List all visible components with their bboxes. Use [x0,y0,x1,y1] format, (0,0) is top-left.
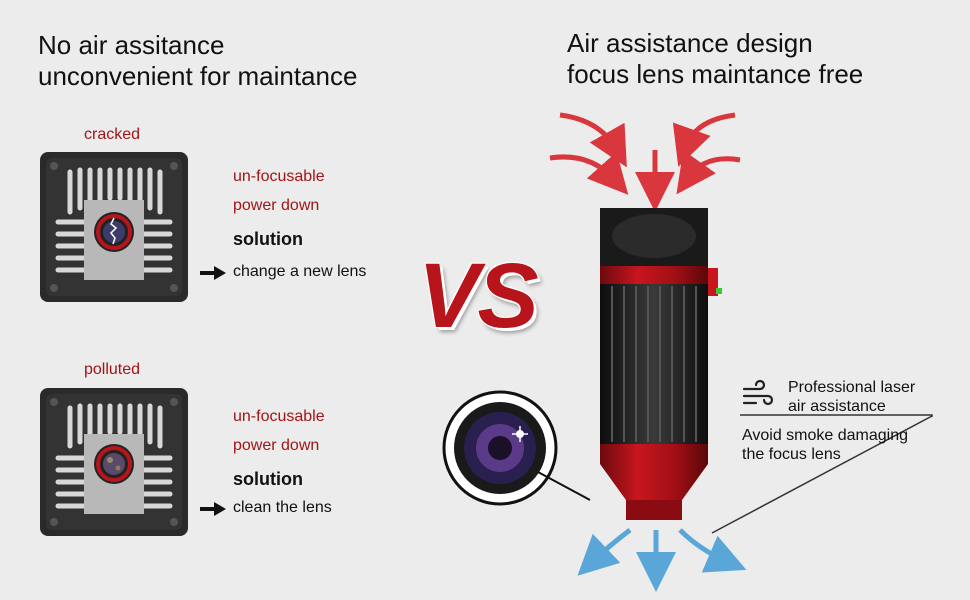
arrow-right-icon [200,266,226,280]
air-outflow-arrows [577,528,747,592]
cracked-problem-2: power down [233,197,320,214]
polluted-laser-module-image [40,388,188,536]
feature-title: Professional laser air assistance [788,378,915,416]
inflow-arrow [559,112,627,168]
left-title-line1: No air assitance [38,30,225,60]
cracked-label: cracked [84,126,141,143]
polluted-action: clean the lens [233,499,332,516]
cracked-action: change a new lens [233,263,367,280]
outflow-arrow [577,528,632,576]
air-inflow-arrows [549,112,741,212]
polluted-solution-label: solution [233,469,303,489]
inflow-arrow [672,112,736,167]
callout-line [711,414,933,534]
left-title: No air assitance unconvenient for mainta… [38,30,357,92]
left-title-line2: unconvenient for maintance [38,61,358,91]
note-line-2: the focus lens [742,446,841,463]
arrow-right-icon [200,502,226,516]
right-title-line1: Air assistance design [567,28,813,58]
note-line-1: Avoid smoke damaging [742,427,909,444]
polluted-label: polluted [84,361,141,378]
inflow-arrow [549,151,629,195]
cracked-laser-module-image [40,152,188,302]
wind-icon [742,379,774,406]
vs-text: VS [418,245,539,347]
polluted-problem-2: power down [233,437,320,454]
air-assist-laser-module-image [600,208,722,520]
focus-lens-closeup-image [442,390,591,506]
feature-line-2: air assistance [788,398,886,415]
feature-note: Avoid smoke damaging the focus lens [742,426,908,464]
cracked-solution-label: solution [233,229,303,249]
outflow-arrow [678,528,747,573]
polluted-problem-1: un-focusable [233,408,325,425]
right-title: Air assistance design focus lens maintan… [567,28,863,90]
right-title-line2: focus lens maintance free [567,59,864,89]
inflow-arrow [676,150,741,195]
cracked-problem-1: un-focusable [233,168,325,185]
feature-line-1: Professional laser [788,379,916,396]
